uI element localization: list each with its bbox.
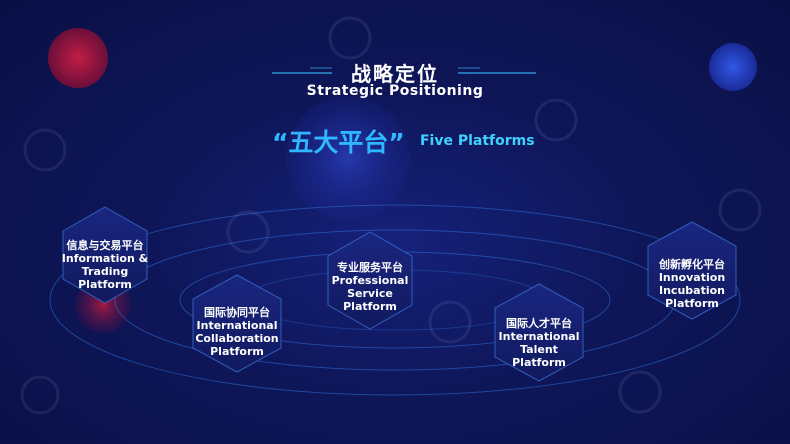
five-platforms-headline: “五大平台” Five Platforms bbox=[272, 123, 535, 159]
watermark-logos bbox=[20, 16, 762, 415]
platform-card-innovation-incubation: 创新孵化平台 Innovation Incubation Platform bbox=[627, 258, 757, 310]
blue-orb bbox=[709, 43, 757, 91]
platform-card-information-trading: 信息与交易平台 Information & Trading Platform bbox=[40, 239, 170, 291]
hex-international-collaboration bbox=[192, 274, 282, 373]
page-title-en: Strategic Positioning bbox=[306, 83, 484, 99]
platform-en-line: Talent bbox=[520, 343, 558, 356]
platform-hexagons bbox=[62, 206, 737, 382]
platform-en-line: Collaboration bbox=[195, 332, 279, 345]
platform-en-line: Incubation bbox=[659, 284, 725, 297]
platform-cn: 国际协同平台 bbox=[204, 306, 270, 319]
platform-en-line: Information & bbox=[61, 252, 149, 265]
platform-cn: 创新孵化平台 bbox=[659, 258, 725, 271]
platform-card-professional-service: 专业服务平台 Professional Service Platform bbox=[305, 261, 435, 313]
platform-en-line: Service bbox=[347, 287, 393, 300]
headline-cn: “五大平台” bbox=[272, 128, 405, 157]
hex-professional-service bbox=[327, 231, 413, 330]
red-orb-top bbox=[48, 28, 108, 88]
hex-international-talent bbox=[494, 283, 584, 382]
platform-en-line: Platform bbox=[665, 297, 719, 310]
platform-card-international-talent: 国际人才平台 International Talent Platform bbox=[474, 317, 604, 369]
headline-en: Five Platforms bbox=[419, 133, 535, 149]
platform-cn: 专业服务平台 bbox=[337, 261, 403, 274]
platform-en-line: Platform bbox=[512, 356, 566, 369]
platform-card-international-collaboration: 国际协同平台 International Collaboration Platf… bbox=[172, 306, 302, 358]
platform-en-line: Innovation bbox=[658, 271, 726, 284]
title-divider-lines bbox=[272, 67, 536, 74]
platform-en-line: Platform bbox=[78, 278, 132, 291]
platform-en-line: Platform bbox=[210, 345, 264, 358]
platform-cn: 国际人才平台 bbox=[506, 317, 572, 330]
page-title-cn: 战略定位 bbox=[351, 62, 439, 86]
platform-en-line: International bbox=[196, 319, 278, 332]
platform-en-line: Professional bbox=[331, 274, 409, 287]
platform-en-line: Platform bbox=[343, 300, 397, 313]
platform-en-line: International bbox=[498, 330, 580, 343]
platform-en-line: Trading bbox=[81, 265, 129, 278]
center-glow-orb bbox=[286, 96, 410, 220]
hex-innovation-incubation bbox=[647, 221, 737, 320]
hex-information-trading bbox=[62, 206, 148, 304]
platform-cn: 信息与交易平台 bbox=[66, 239, 144, 252]
